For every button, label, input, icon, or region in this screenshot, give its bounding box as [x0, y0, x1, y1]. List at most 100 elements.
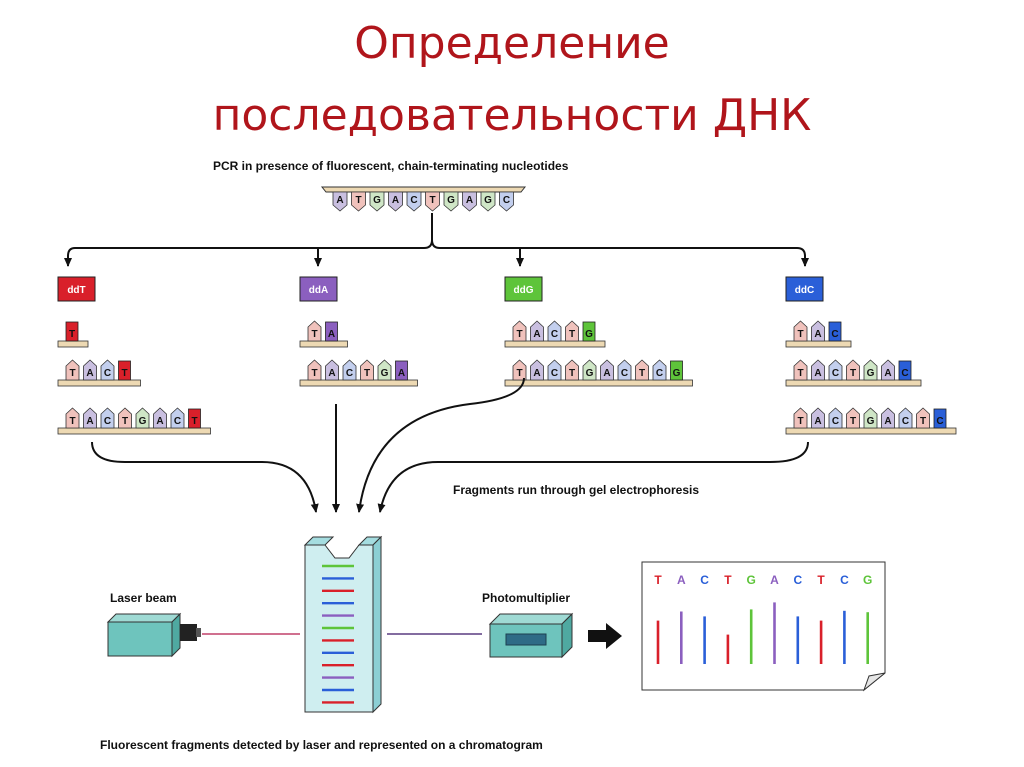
nucleotide — [846, 359, 860, 381]
nucleotide — [547, 359, 562, 381]
svg-text:T: T — [797, 368, 803, 379]
template-nucleotide: C — [499, 191, 514, 212]
nucleotide — [793, 320, 808, 342]
nucleotide — [307, 320, 322, 342]
svg-text:T: T — [639, 368, 645, 379]
gel-slab — [303, 535, 383, 714]
nucleotide — [65, 407, 80, 429]
svg-text:C: C — [936, 416, 943, 427]
svg-text:C: C — [901, 368, 908, 379]
svg-text:G: G — [139, 416, 147, 427]
svg-text:C: C — [551, 368, 558, 379]
svg-text:A: A — [533, 329, 540, 340]
template-nucleotide: A — [388, 191, 403, 212]
chromatogram-peaks — [656, 602, 870, 664]
nucleotide — [863, 359, 878, 381]
chromatogram-letter: T — [724, 573, 732, 587]
terminator-nucleotide — [188, 408, 201, 429]
svg-text:G: G — [381, 368, 389, 379]
svg-text:T: T — [569, 329, 575, 340]
nucleotide — [325, 359, 339, 381]
svg-text:C: C — [621, 368, 628, 379]
chromatogram-letter: A — [677, 573, 686, 587]
nucleotide — [793, 359, 808, 381]
svg-text:T: T — [516, 329, 522, 340]
slide-title-line-1: Определение — [354, 18, 670, 69]
chromatogram-letter: C — [840, 573, 849, 587]
chromatogram-letter: C — [700, 573, 709, 587]
pcr-caption: PCR in presence of fluorescent, chain-te… — [213, 159, 569, 173]
svg-text:A: A — [398, 368, 405, 379]
svg-text:ddC: ddC — [795, 285, 814, 296]
svg-text:A: A — [884, 416, 891, 427]
nucleotide — [153, 407, 167, 429]
nucleotide — [83, 359, 97, 381]
fragment: T — [57, 321, 89, 348]
svg-text:A: A — [814, 329, 821, 340]
nucleotide — [135, 407, 150, 429]
svg-text:A: A — [466, 195, 473, 206]
svg-text:T: T — [920, 416, 926, 427]
terminator-nucleotide — [582, 321, 596, 342]
terminator-nucleotide — [395, 360, 408, 381]
terminator-nucleotide — [828, 321, 842, 342]
nucleotide — [83, 407, 97, 429]
template-nucleotide: C — [406, 191, 422, 212]
svg-text:T: T — [569, 368, 575, 379]
svg-text:T: T — [355, 195, 361, 206]
svg-text:C: C — [104, 368, 111, 379]
svg-text:T: T — [311, 368, 317, 379]
nucleotide — [600, 359, 614, 381]
chromatogram-letter: A — [770, 573, 779, 587]
svg-text:C: C — [174, 416, 181, 427]
svg-text:G: G — [585, 329, 593, 340]
svg-text:T: T — [850, 416, 856, 427]
svg-text:G: G — [867, 368, 875, 379]
nucleotide — [811, 407, 825, 429]
svg-text:A: A — [392, 195, 399, 206]
svg-text:C: C — [832, 416, 839, 427]
nucleotide — [652, 359, 667, 381]
nucleotide — [530, 320, 544, 342]
fragments-caption: Fragments run through gel electrophoresi… — [453, 483, 700, 497]
template-nucleotide: T — [351, 191, 366, 212]
ddC-label-box: ddC — [785, 276, 824, 302]
nucleotide — [793, 407, 808, 429]
terminator-nucleotide — [933, 408, 947, 429]
svg-text:G: G — [867, 416, 875, 427]
svg-text:A: A — [814, 416, 821, 427]
nucleotide — [881, 407, 895, 429]
svg-text:T: T — [364, 368, 370, 379]
nucleotide — [360, 359, 374, 381]
nucleotide — [565, 359, 579, 381]
branch-arrows — [64, 213, 809, 267]
template-nucleotide: G — [369, 191, 385, 212]
svg-text:T: T — [121, 368, 127, 379]
nucleotide — [170, 407, 185, 429]
svg-text:T: T — [191, 416, 197, 427]
svg-text:A: A — [86, 416, 93, 427]
chromatogram-letter: T — [654, 573, 662, 587]
nucleotide — [811, 320, 825, 342]
svg-text:G: G — [447, 195, 455, 206]
nucleotide — [530, 359, 544, 381]
nucleotide — [898, 407, 913, 429]
nucleotide — [582, 359, 597, 381]
nucleotide — [342, 359, 357, 381]
chromatogram-caption: Fluorescent fragments detected by laser … — [100, 738, 543, 752]
